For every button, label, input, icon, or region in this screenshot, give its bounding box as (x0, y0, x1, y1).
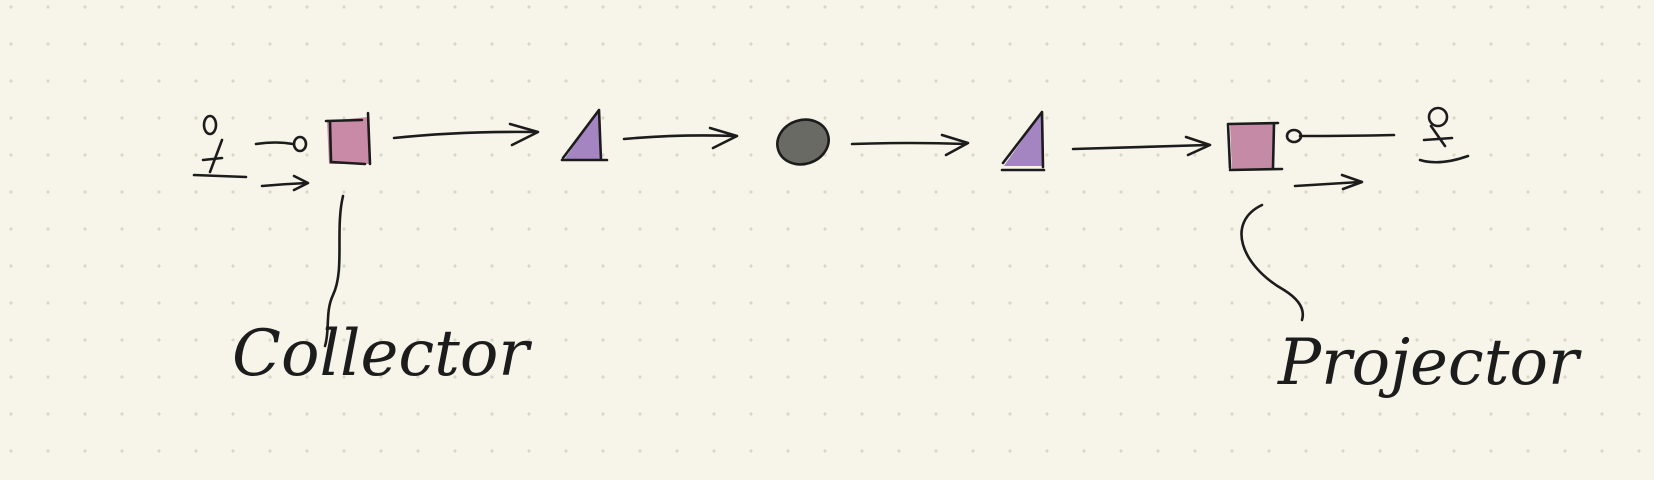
transform-2-triangle-icon (1000, 110, 1046, 172)
flow-arrow-1 (392, 122, 540, 147)
flow-arrow-3 (850, 133, 970, 157)
input-actor-icon (192, 114, 248, 179)
transform-1-triangle-icon (560, 108, 609, 162)
projector-callout-line (1240, 203, 1305, 322)
collector-node (324, 111, 372, 166)
collector-callout-line (323, 194, 345, 348)
input-flow-arrow (260, 174, 310, 192)
flow-arrow-4 (1071, 135, 1212, 157)
output-actor-icon (1418, 106, 1470, 164)
core-circle-icon (776, 118, 830, 166)
output-flow-arrow (1293, 173, 1364, 191)
collector-label: Collector (232, 317, 532, 391)
input-connector (254, 135, 308, 153)
output-connector (1285, 128, 1396, 144)
projector-label: Projector (1277, 326, 1582, 400)
projector-node (1226, 121, 1284, 172)
flow-arrow-2 (622, 126, 739, 150)
